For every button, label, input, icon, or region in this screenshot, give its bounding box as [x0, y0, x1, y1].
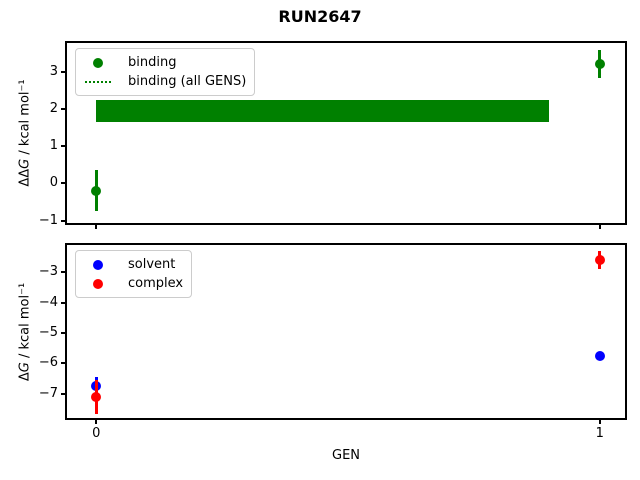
- dot-marker-icon: [84, 259, 112, 270]
- y-tick: [61, 70, 65, 73]
- y-axis-label-part: / kcal mol⁻¹: [17, 282, 33, 362]
- y-tick-label: −6: [38, 355, 58, 371]
- y-tick-label: 0: [49, 175, 58, 191]
- legend-item-binding: binding: [84, 53, 246, 72]
- y-tick-label: −3: [38, 264, 58, 280]
- x-tick: [598, 225, 601, 229]
- x-tick-label: 1: [595, 426, 604, 441]
- y-axis-label-part: Δ: [17, 371, 33, 381]
- legend-item-solvent: solvent: [84, 255, 183, 274]
- dot-marker-icon: [84, 278, 112, 289]
- data-point-complex-gen0: [91, 391, 102, 402]
- y-tick-label: −5: [38, 325, 58, 341]
- legend-dotted-swatch: [85, 80, 111, 83]
- y-tick-label: 2: [49, 100, 58, 116]
- legend-label: complex: [128, 276, 184, 291]
- y-tick: [61, 182, 65, 185]
- y-tick: [61, 362, 65, 365]
- legend-dot-swatch: [93, 278, 103, 289]
- y-tick: [61, 145, 65, 148]
- legend-label: solvent: [128, 257, 176, 272]
- y-tick: [61, 332, 65, 335]
- y-tick: [61, 271, 65, 274]
- dotted-line-icon: [84, 80, 112, 83]
- y-tick-label: −7: [38, 385, 58, 401]
- legend-item-binding-all-gens-: binding (all GENS): [84, 72, 246, 91]
- legend-dot-swatch: [93, 259, 103, 270]
- x-tick: [95, 420, 98, 424]
- y-axis-label: ΔG / kcal mol⁻¹: [18, 282, 33, 380]
- data-point-solvent-gen1: [594, 350, 605, 361]
- data-point-binding-gen0: [91, 185, 102, 196]
- data-point-binding-gen1: [594, 59, 605, 70]
- legend-dot-swatch: [93, 57, 103, 68]
- y-axis-label: ΔΔG / kcal mol⁻¹: [18, 79, 33, 186]
- y-axis-label-part: ΔΔ: [17, 168, 33, 187]
- all-gens-band: [96, 99, 550, 123]
- y-axis-label-part: G: [17, 158, 33, 169]
- y-axis-label-part: G: [17, 361, 33, 372]
- y-tick-label: 3: [49, 63, 58, 79]
- x-tick: [95, 225, 98, 229]
- legend-item-complex: complex: [84, 274, 183, 293]
- legend-label: binding: [128, 55, 177, 70]
- data-point-complex-gen1: [594, 254, 605, 265]
- y-axis-label-part: / kcal mol⁻¹: [17, 79, 33, 159]
- x-tick: [598, 420, 601, 424]
- y-tick: [61, 301, 65, 304]
- y-tick: [61, 392, 65, 395]
- y-tick-label: 1: [49, 138, 58, 154]
- figure-title: RUN2647: [278, 7, 362, 26]
- x-axis-label: GEN: [331, 448, 361, 463]
- legend-label: binding (all GENS): [128, 74, 247, 89]
- y-tick: [61, 219, 65, 222]
- legend: binding binding (all GENS): [75, 48, 256, 96]
- binding-subplot: 3 2 1 0 −1 ΔΔG / kcal mol⁻¹ binding binding (al…: [18, 41, 627, 229]
- legend: solvent complex: [75, 250, 193, 298]
- free-energy-subplot: −3 −4 −5 −6 −7 0 1 ΔG / kcal mol⁻¹ GEN solvent com…: [18, 243, 627, 463]
- y-tick: [61, 107, 65, 110]
- y-tick-label: −1: [38, 212, 58, 228]
- dot-marker-icon: [84, 57, 112, 68]
- y-tick-label: −4: [38, 294, 58, 310]
- x-tick-label: 0: [92, 426, 101, 441]
